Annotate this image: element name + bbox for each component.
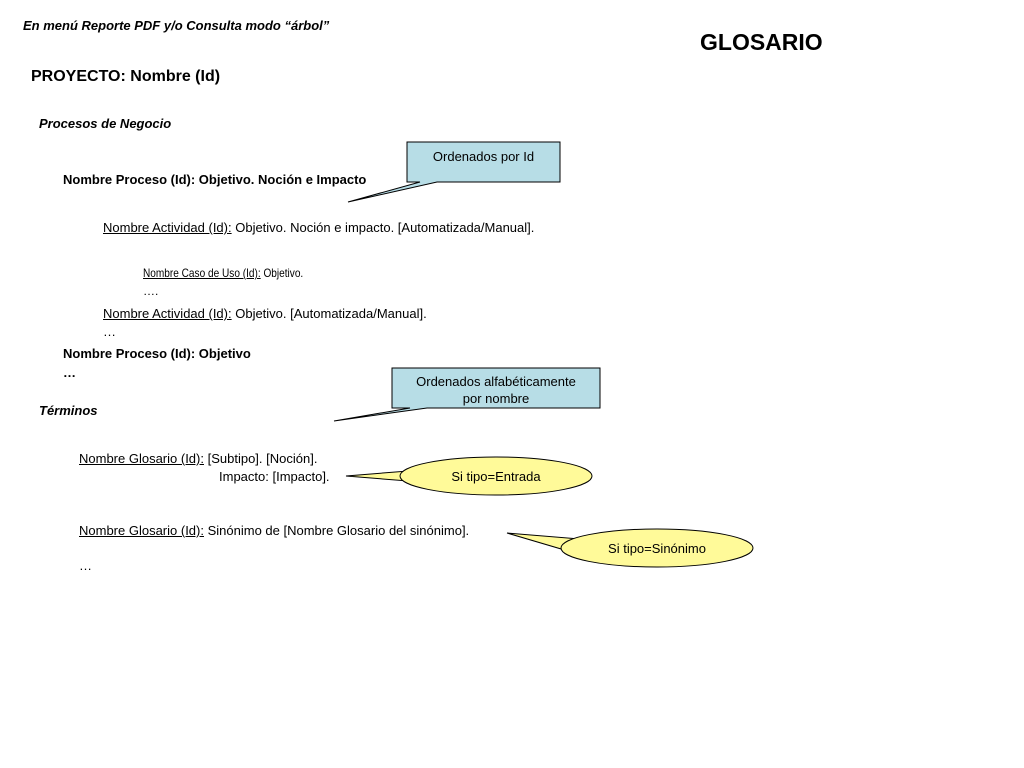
activity-label: Nombre Actividad (Id): <box>103 220 232 235</box>
glossary-ellipsis: … <box>79 558 92 573</box>
glossary-line-1: Nombre Glosario (Id): [Subtipo]. [Noción… <box>79 451 317 466</box>
page-title: GLOSARIO <box>700 29 823 55</box>
use-case-description: Objetivo. <box>260 266 304 280</box>
glossary-impact: Impacto: [Impacto]. <box>219 469 330 484</box>
callout-label: Si tipo=Entrada <box>451 469 541 484</box>
activity-description: Objetivo. Noción e impacto. [Automatizad… <box>231 220 535 235</box>
callout-type-sinonimo: Si tipo=Sinónimo <box>506 528 754 568</box>
activity-label: Nombre Actividad (Id): <box>103 306 232 321</box>
callout-shape <box>560 528 754 568</box>
glossary-description: Sinónimo de [Nombre Glosario del sinónim… <box>203 523 470 538</box>
callout-sorted-by-id: Ordenados por Id <box>347 141 561 203</box>
activity-ellipsis: … <box>103 324 116 339</box>
use-case-line: Nombre Caso de Uso (Id): Objetivo. <box>143 266 303 280</box>
callout-label-line1: Ordenados alfabéticamente <box>416 374 576 389</box>
glossary-label: Nombre Glosario (Id): <box>79 523 204 538</box>
activity-description: Objetivo. [Automatizada/Manual]. <box>231 306 427 321</box>
process-ellipsis: … <box>63 365 76 380</box>
callout-label: Si tipo=Sinónimo <box>608 541 706 556</box>
glossary-description: [Subtipo]. [Noción]. <box>203 451 318 466</box>
glossary-line-2: Nombre Glosario (Id): Sinónimo de [Nombr… <box>79 523 469 538</box>
process-line-1: Nombre Proceso (Id): Objetivo. Noción e … <box>63 172 367 187</box>
callout-label: Ordenados por Id <box>433 149 534 164</box>
callout-label-line2: por nombre <box>463 391 529 406</box>
use-case-ellipsis: …. <box>143 284 159 298</box>
callout-shape <box>399 456 593 496</box>
use-case-label: Nombre Caso de Uso (Id): <box>143 266 261 280</box>
callout-type-entrada: Si tipo=Entrada <box>345 456 593 496</box>
callout-pointer <box>345 470 409 482</box>
process-line-2: Nombre Proceso (Id): Objetivo <box>63 346 251 361</box>
project-heading: PROYECTO: Nombre (Id) <box>31 68 221 85</box>
business-processes-heading: Procesos de Negocio <box>39 116 172 131</box>
terms-heading: Términos <box>39 403 98 418</box>
activity-line-1: Nombre Actividad (Id): Objetivo. Noción … <box>103 220 534 235</box>
activity-line-2: Nombre Actividad (Id): Objetivo. [Automa… <box>103 306 427 321</box>
callout-sorted-alphabetically: Ordenados alfabéticamente por nombre <box>333 367 601 422</box>
callout-shape <box>347 141 561 203</box>
header-subtitle: En menú Reporte PDF y/o Consulta modo “á… <box>23 18 330 33</box>
glossary-label: Nombre Glosario (Id): <box>79 451 204 466</box>
callout-shape <box>333 367 601 422</box>
